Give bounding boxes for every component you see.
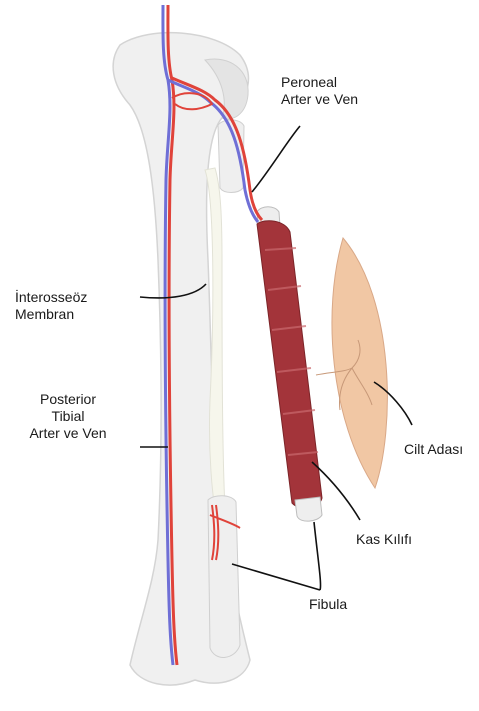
label-cilt-adasi: Cilt Adası <box>404 441 463 458</box>
label-interosseoz: İnterosseöz Membran <box>15 289 87 323</box>
label-posterior-line2: Tibial <box>8 408 128 425</box>
leader-peroneal <box>252 126 300 192</box>
leader-fibula-b <box>314 522 321 590</box>
label-interosseoz-line2: Membran <box>15 306 87 323</box>
label-peroneal: Peroneal Arter ve Ven <box>281 74 358 108</box>
label-peroneal-line1: Peroneal <box>281 74 358 91</box>
muscle-cuff <box>257 221 322 508</box>
skin-island <box>332 238 387 488</box>
graft-bone-bottom <box>295 497 322 521</box>
label-fibula: Fibula <box>309 596 347 613</box>
label-kas-kilifi: Kas Kılıfı <box>356 531 412 548</box>
label-posterior-line3: Arter ve Ven <box>8 425 128 442</box>
label-interosseoz-line1: İnterosseöz <box>15 289 87 306</box>
label-posterior-line1: Posterior <box>8 391 128 408</box>
label-peroneal-line2: Arter ve Ven <box>281 91 358 108</box>
fibula-graft <box>257 207 322 521</box>
label-posterior: Posterior Tibial Arter ve Ven <box>8 391 128 442</box>
leader-fibula-a <box>232 564 320 590</box>
